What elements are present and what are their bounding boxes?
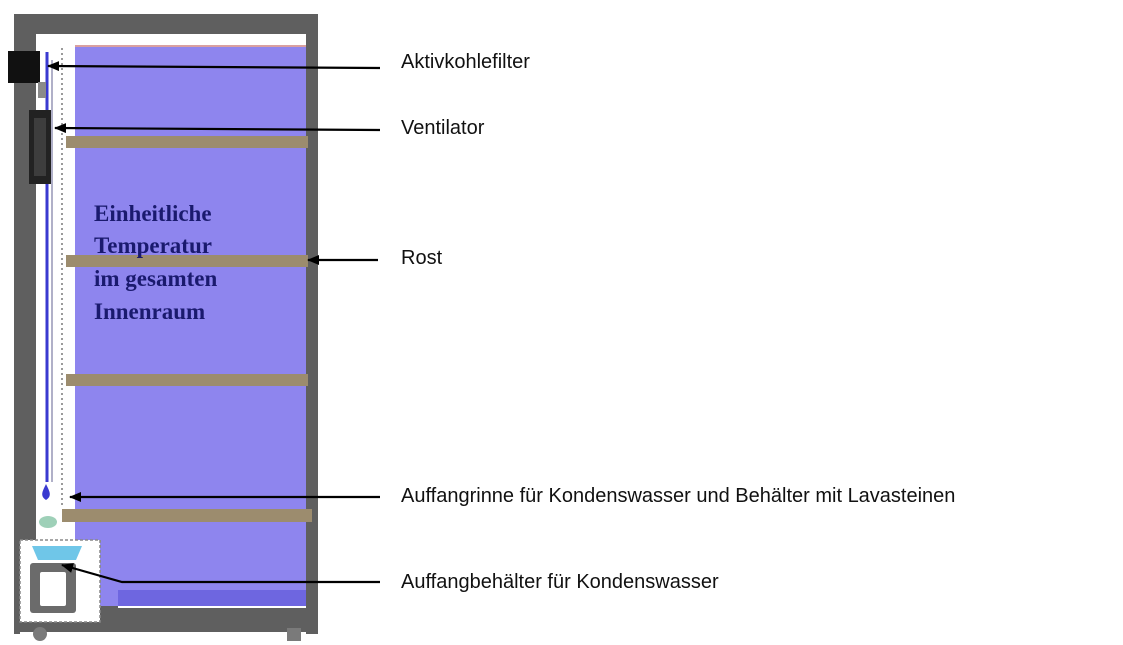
cabinet-foot-left [33, 627, 47, 641]
center-text-line-4: Innenraum [94, 299, 205, 324]
cabinet-left-wall [14, 14, 36, 544]
ventilator-slot [34, 118, 46, 176]
cabinet-foot-right [287, 628, 301, 641]
inner-gap [36, 34, 76, 526]
label-auffangbehaelter: Auffangbehälter für Kondenswasser [401, 571, 719, 593]
aktivkohlefilter-block [8, 51, 40, 83]
shelf-1 [66, 136, 308, 148]
cabinet-bottom-wall [14, 622, 318, 632]
shelf-3 [66, 374, 308, 386]
cabinet-right-wall [306, 14, 318, 634]
arrow-ventilator [54, 123, 381, 134]
center-text-line-1: Einheitliche [94, 201, 212, 226]
cabinet-left-lower-wall [14, 540, 20, 634]
cabinet-top-wall [14, 14, 316, 34]
callout-arrows [47, 61, 381, 584]
water-drop-icon [42, 484, 50, 500]
label-ventilator: Ventilator [401, 117, 485, 139]
label-auffangrinne: Auffangrinne für Kondenswasser und Behäl… [401, 485, 955, 507]
center-text: Einheitliche Temperatur im gesamten Inne… [94, 201, 223, 324]
water-tray-icon [32, 546, 82, 560]
center-text-line-2: Temperatur [94, 233, 212, 258]
arrow-auffangbehaelter [61, 563, 380, 584]
label-rost: Rost [401, 247, 443, 269]
shelves [62, 136, 312, 522]
label-aktivkohlefilter: Aktivkohlefilter [401, 51, 530, 73]
shelf-2 [66, 255, 308, 267]
interior-lower-band [118, 590, 306, 606]
cabinet-inner-floor [98, 608, 306, 622]
arrow-aktivkohlefilter [47, 61, 381, 72]
condensate-bay [19, 539, 101, 623]
shelf-4 [62, 509, 312, 522]
auffangbehaelter-inner [40, 572, 66, 606]
aktivkohlefilter-mount [38, 82, 46, 98]
center-text-line-3: im gesamten [94, 266, 217, 291]
lava-stones-container [39, 516, 57, 528]
